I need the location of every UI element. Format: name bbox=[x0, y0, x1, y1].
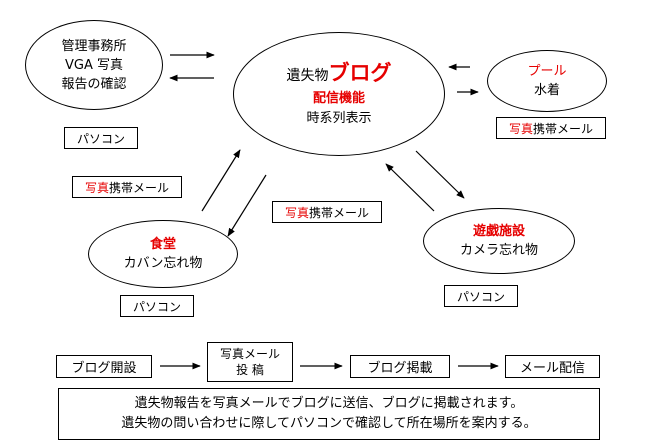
summary-line2: 遺失物の問い合わせに際してパソコンで確認して所在場所を案内する。 bbox=[121, 416, 537, 431]
label-photo-mail-center: 写真携帯メール bbox=[272, 201, 382, 223]
arrow-shokudo-to-blog bbox=[201, 149, 241, 212]
summary-line1: 遺失物報告を写真メールでブログに送信、ブログに掲載されます。 bbox=[134, 396, 524, 411]
label-photo-mail-left: 写真携帯メール bbox=[72, 176, 182, 198]
label-pc-shokudo: パソコン bbox=[120, 295, 194, 317]
node-blog: 遺失物ブログ 配信機能 時系列表示 bbox=[233, 32, 445, 156]
label-photo: 写真 bbox=[284, 205, 309, 220]
node-pool-line1: プール bbox=[527, 64, 567, 79]
node-kanri-line2: VGA 写真 bbox=[65, 57, 123, 73]
label-mobile-mail: 携帯メール bbox=[109, 180, 170, 195]
node-yugi-line1: 遊戯施設 bbox=[472, 224, 525, 239]
node-kanri-line1: 管理事務所 bbox=[61, 38, 127, 54]
node-blog-line2: 配信機能 bbox=[312, 90, 365, 106]
node-pool: プール 水着 bbox=[487, 50, 607, 112]
summary-box: 遺失物報告を写真メールでブログに送信、ブログに掲載されます。 遺失物の問い合わせ… bbox=[58, 388, 600, 440]
node-shokudo-line1: 食堂 bbox=[149, 237, 176, 252]
node-blog-prefix: 遺失物 bbox=[286, 67, 329, 84]
node-pool-line2: 水着 bbox=[533, 83, 560, 98]
node-yugi: 遊戯施設 カメラ忘れ物 bbox=[423, 208, 575, 274]
node-shokudo: 食堂 カバン忘れ物 bbox=[88, 220, 238, 288]
node-kanri-line3: 報告の確認 bbox=[61, 76, 127, 92]
flow-step-photo-mail: 写真メール 投 稿 bbox=[207, 342, 293, 382]
flow-step-mail-send: メール配信 bbox=[505, 355, 600, 378]
node-blog-brand: ブログ bbox=[328, 60, 392, 85]
flow-step-blog-post: ブログ掲載 bbox=[350, 355, 450, 378]
label-photo: 写真 bbox=[84, 180, 109, 195]
node-yugi-line2: カメラ忘れ物 bbox=[459, 243, 538, 258]
label-photo: 写真 bbox=[508, 121, 533, 136]
flow-step-blog-open: ブログ開設 bbox=[56, 355, 152, 378]
node-kanri: 管理事務所 VGA 写真 報告の確認 bbox=[25, 20, 163, 110]
node-blog-line3: 時系列表示 bbox=[306, 110, 372, 126]
node-shokudo-line2: カバン忘れ物 bbox=[123, 256, 203, 271]
arrow-blog-to-shokudo bbox=[227, 174, 267, 237]
flow-step2-line2: 投 稿 bbox=[236, 363, 264, 377]
flow-step2-line1: 写真メール bbox=[219, 347, 280, 361]
arrow-yugi-to-blog bbox=[385, 163, 435, 212]
label-mobile-mail: 携帯メール bbox=[533, 121, 594, 136]
label-pc-kanri: パソコン bbox=[64, 127, 138, 149]
label-mobile-mail: 携帯メール bbox=[309, 205, 370, 220]
label-photo-mail-pool: 写真携帯メール bbox=[496, 117, 606, 139]
arrow-blog-to-yugi bbox=[415, 150, 465, 199]
label-pc-yugi: パソコン bbox=[444, 285, 518, 307]
